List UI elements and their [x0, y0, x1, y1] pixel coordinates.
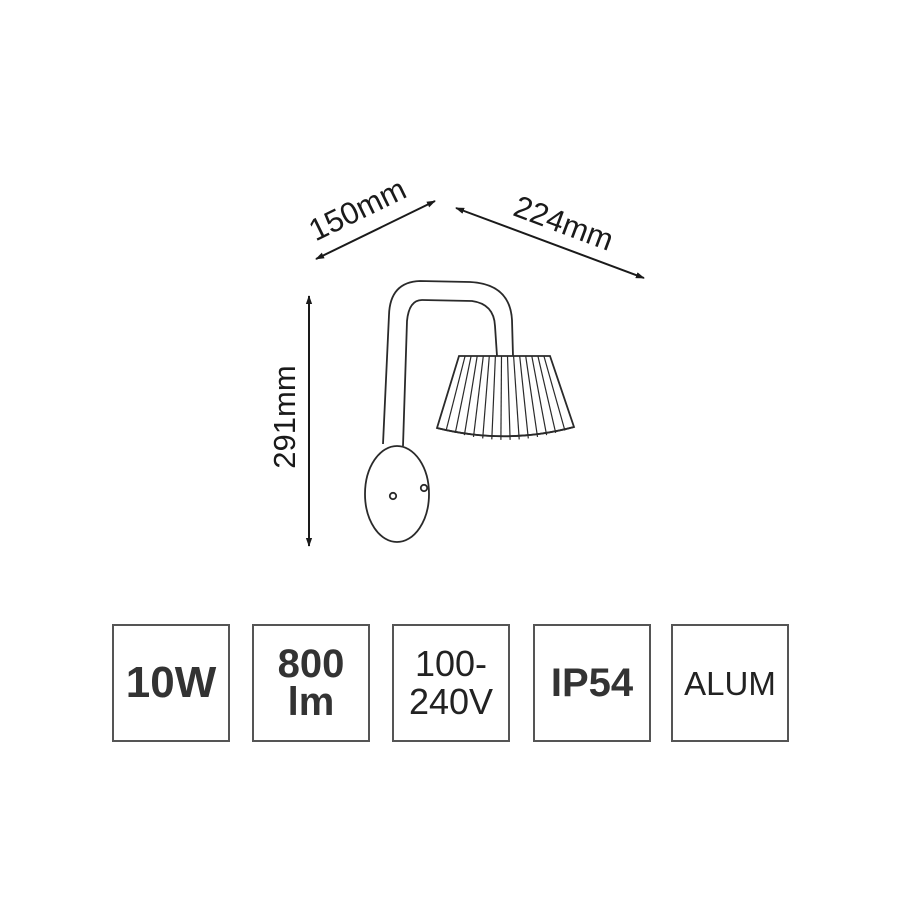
spec-box-power: 10W [112, 624, 230, 742]
wall-lamp-drawing [364, 280, 576, 543]
shade-rib [500, 355, 503, 440]
depth-arrow [315, 200, 436, 260]
shade-rib [482, 355, 490, 439]
shade-rib [454, 355, 472, 434]
lamp-arm-inner [402, 299, 498, 447]
shade-rib [543, 355, 566, 431]
spec-box-ip-rating: IP54 [533, 624, 651, 742]
spec-voltage-text: 100- 240V [408, 643, 494, 722]
shade-rib [463, 355, 478, 436]
wall-plate [364, 445, 430, 543]
spec-box-material: ALUM [671, 624, 789, 742]
shade-rib [445, 355, 466, 431]
shade-rib [519, 355, 529, 439]
shade-ribs [445, 355, 566, 440]
spec-power-text: 10W [125, 658, 217, 707]
height-dimension: 291mm [267, 295, 313, 547]
width-dimension: 224mm [455, 189, 645, 279]
shade-rib [472, 355, 484, 437]
depth-dimension: 150mm [303, 171, 436, 260]
height-label: 291mm [267, 365, 302, 468]
shade-rib [537, 355, 557, 434]
spec-ip-text: IP54 [550, 661, 634, 705]
shade-rim [436, 426, 575, 438]
spec-lumens-text: 800 lm [277, 642, 345, 724]
spec-material-text: ALUM [684, 664, 776, 702]
shade-rib [513, 355, 520, 440]
shade-rib [506, 355, 511, 440]
spec-box-lumens: 800 lm [252, 624, 370, 742]
spec-box-voltage: 100- 240V [392, 624, 510, 742]
shade-rib [491, 355, 496, 440]
shade-rib [531, 355, 548, 436]
depth-label: 150mm [303, 171, 411, 248]
lamp-arm-outer [382, 280, 514, 445]
screw-left-icon [388, 491, 398, 501]
shade-rib [525, 355, 539, 437]
screw-right-icon [419, 483, 429, 493]
width-arrow [455, 207, 645, 279]
